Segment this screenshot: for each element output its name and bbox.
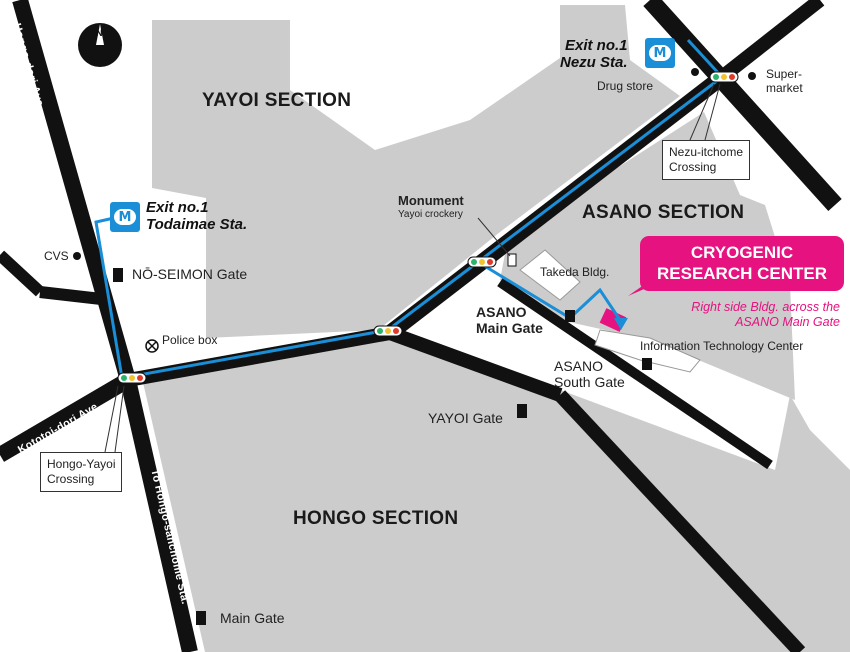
- traffic-light-monument: [467, 256, 497, 268]
- supermarket-line2: market: [766, 80, 803, 95]
- road-asano-south: [497, 277, 773, 470]
- asano-main-gate-label: ASANO Main Gate: [476, 304, 543, 336]
- north-compass-icon: [78, 23, 122, 67]
- drug-store-label: Drug store: [597, 79, 654, 93]
- monument-title: Monument: [398, 193, 464, 208]
- hongo-yayoi-line1: Hongo-Yayoi: [47, 457, 116, 471]
- police-box-label: Police box: [162, 333, 218, 347]
- cryogenic-note: Right side Bldg. across the ASANO Main G…: [648, 300, 840, 330]
- todaimae-metro-sign: M: [110, 202, 140, 232]
- nezu-metro-sign: M: [645, 38, 675, 68]
- road-northeast: [717, 0, 825, 83]
- supermarket-line1: Super-: [766, 67, 803, 81]
- to-hongo-sanchome-road: [120, 378, 198, 652]
- traffic-light-nezu-itchome: [709, 71, 739, 83]
- traffic-light-middle: [373, 325, 403, 337]
- drug-store-dot-icon: [691, 68, 699, 76]
- cvs-label: CVS: [44, 249, 69, 263]
- compass-label: N: [96, 28, 103, 38]
- asano-main-line2: Main Gate: [476, 320, 543, 337]
- asano-section-label: ASANO SECTION: [582, 202, 745, 223]
- cryogenic-note-line2: ASANO Main Gate: [735, 315, 840, 329]
- takeda-building: [519, 249, 581, 301]
- side-road-west: [0, 250, 45, 297]
- cryogenic-research-center-banner: CRYOGENIC RESEARCH CENTER: [640, 236, 844, 291]
- yayoi-gate-marker: [517, 404, 527, 418]
- nezu-itchome-line1: Nezu-itchome: [669, 145, 744, 159]
- cryogenic-note-line1: Right side Bldg. across the: [691, 300, 840, 314]
- main-gate-label: Main Gate: [220, 610, 285, 626]
- tokyo-metro-icon: M: [114, 209, 136, 225]
- nezu-itchome-crossing-callout: Nezu-itchome Crossing: [662, 140, 751, 180]
- cvs-dot-icon: [73, 252, 81, 260]
- side-road-west-2: [39, 286, 111, 306]
- yayoi-section-area: [152, 5, 680, 338]
- traffic-light-hongo-yayoi: [117, 372, 147, 384]
- asano-south-gate-marker: [642, 358, 652, 370]
- hongo-dori-road: [12, 0, 136, 383]
- takeda-building-label: Takeda Bldg.: [540, 265, 610, 279]
- hongo-section-label: HONGO SECTION: [293, 508, 459, 529]
- supermarket-label: Super- market: [766, 67, 803, 96]
- cryogenic-title-line1: CRYOGENIC: [690, 243, 794, 262]
- kototoi-dori-road: [0, 373, 133, 462]
- cryogenic-title-line2: RESEARCH CENTER: [656, 264, 828, 284]
- supermarket-dot-icon: [748, 72, 756, 80]
- shinobazu-dori-road: [643, 0, 842, 212]
- info-tech-center-label: Information Technology Center: [640, 339, 804, 353]
- nezu-station-label: Exit no.1 Nezu Sta.: [560, 37, 628, 72]
- route-arrow-icon: [614, 318, 628, 330]
- yayoi-gate-label: YAYOI Gate: [428, 410, 503, 426]
- nezu-line1: Exit no.1: [565, 37, 628, 54]
- asano-main-line1: ASANO: [476, 304, 527, 320]
- nezu-itchome-line2: Crossing: [669, 160, 717, 174]
- hongo-yayoi-leader-1: [104, 385, 119, 453]
- police-box-icon: [145, 339, 159, 353]
- asano-south-line2: South Gate: [554, 374, 625, 391]
- main-gate-marker: [196, 611, 206, 625]
- no-seimon-gate-marker: [113, 268, 123, 282]
- hongo-yayoi-line2: Crossing: [47, 472, 95, 486]
- todaimae-station-label: Exit no.1 Todaimae Sta.: [146, 199, 248, 234]
- monument-leader: [477, 217, 511, 257]
- road-southeast-2: [554, 390, 806, 652]
- road-southeast: [387, 326, 563, 402]
- monument-label: Monument Yayoi crockery: [398, 193, 464, 220]
- asano-south-gate-label: ASANO South Gate: [554, 358, 625, 390]
- monument-subtitle: Yayoi crockery: [398, 208, 463, 220]
- hongo-section-area: [142, 334, 850, 652]
- tokyo-metro-icon: M: [649, 45, 671, 61]
- asano-main-gate-marker: [565, 310, 575, 322]
- monument-icon: [507, 253, 517, 267]
- nezu-leader-1: [689, 83, 715, 141]
- yayoi-section-label: YAYOI SECTION: [202, 90, 352, 111]
- info-tech-building: [594, 329, 701, 373]
- nezu-line2: Nezu Sta.: [560, 53, 628, 71]
- nezu-leader-2: [704, 83, 721, 141]
- todaimae-line1: Exit no.1: [146, 199, 209, 216]
- todaimae-line2: Todaimae Sta.: [146, 215, 248, 233]
- asano-south-line1: ASANO: [554, 358, 604, 374]
- hongo-yayoi-crossing-callout: Hongo-Yayoi Crossing: [40, 452, 123, 492]
- hongo-yayoi-leader-2: [114, 385, 125, 453]
- road-to-asano-crossing: [126, 326, 392, 387]
- route-to-cryogenic: [477, 260, 622, 321]
- no-seimon-gate-label: NŌ-SEIMON Gate: [132, 266, 248, 282]
